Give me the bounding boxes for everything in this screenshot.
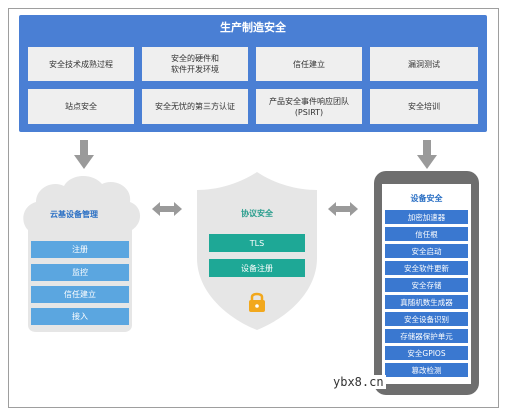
cloud-item-access: 接入 xyxy=(31,308,129,325)
cloud-device-management: 云基设备管理 注册 监控 信任建立 接入 xyxy=(18,170,148,335)
protocol-item-tls: TLS xyxy=(209,234,305,252)
mfg-cell-training: 安全培训 xyxy=(370,89,478,124)
device-item-device-id: 安全设备识别 xyxy=(385,312,468,326)
down-arrow-right-icon xyxy=(417,140,437,169)
protocol-item-device-register: 设备注册 xyxy=(209,259,305,277)
watermark-text: ybx8.cn xyxy=(331,375,386,389)
mfg-cell-vuln-test: 漏洞测试 xyxy=(370,47,478,81)
device-item-root-of-trust: 信任根 xyxy=(385,227,468,241)
device-title: 设备安全 xyxy=(410,194,443,203)
device-security-phone: 设备安全 加密加速器 信任根 安全启动 安全软件更新 安全存储 真随机数生成器 … xyxy=(374,171,479,395)
double-arrow-left-icon xyxy=(152,202,182,216)
device-item-crypto-accelerator: 加密加速器 xyxy=(385,210,468,224)
lock-icon xyxy=(249,292,265,312)
device-item-secure-gpio: 安全GPIOS xyxy=(385,346,468,360)
cloud-item-monitor: 监控 xyxy=(31,264,129,281)
cloud-item-trust: 信任建立 xyxy=(31,286,129,303)
device-item-mpu: 存储器保护单元 xyxy=(385,329,468,343)
device-item-trng: 真随机数生成器 xyxy=(385,295,468,309)
protocol-title: 协议安全 xyxy=(241,209,273,218)
device-item-secure-update: 安全软件更新 xyxy=(385,261,468,275)
mfg-cell-site: 站点安全 xyxy=(28,89,134,124)
protocol-security-shield: 协议安全 TLS 设备注册 xyxy=(193,170,321,332)
mfg-cell-trust: 信任建立 xyxy=(256,47,362,81)
double-arrow-right-icon xyxy=(328,202,358,216)
device-item-tamper-detect: 篡改检测 xyxy=(385,363,468,377)
mfg-cell-third-party: 安全无忧的第三方认证 xyxy=(142,89,248,124)
manufacturing-security-title: 生产制造安全 xyxy=(220,21,286,34)
device-item-secure-storage: 安全存储 xyxy=(385,278,468,292)
down-arrow-left-icon xyxy=(74,140,94,169)
mfg-cell-psirt: 产品安全事件响应团队 (PSIRT) xyxy=(256,89,362,124)
device-item-secure-boot: 安全启动 xyxy=(385,244,468,258)
mfg-cell-maturity: 安全技术成熟过程 xyxy=(28,47,134,81)
mfg-cell-dev-environment: 安全的硬件和 软件开发环境 xyxy=(142,47,248,81)
cloud-item-register: 注册 xyxy=(31,241,129,258)
phone-screen: 设备安全 加密加速器 信任根 安全启动 安全软件更新 安全存储 真随机数生成器 … xyxy=(382,184,471,384)
manufacturing-security-panel: 生产制造安全 安全技术成熟过程 安全的硬件和 软件开发环境 信任建立 漏洞测试 … xyxy=(19,15,487,132)
cloud-title: 云基设备管理 xyxy=(50,210,98,219)
